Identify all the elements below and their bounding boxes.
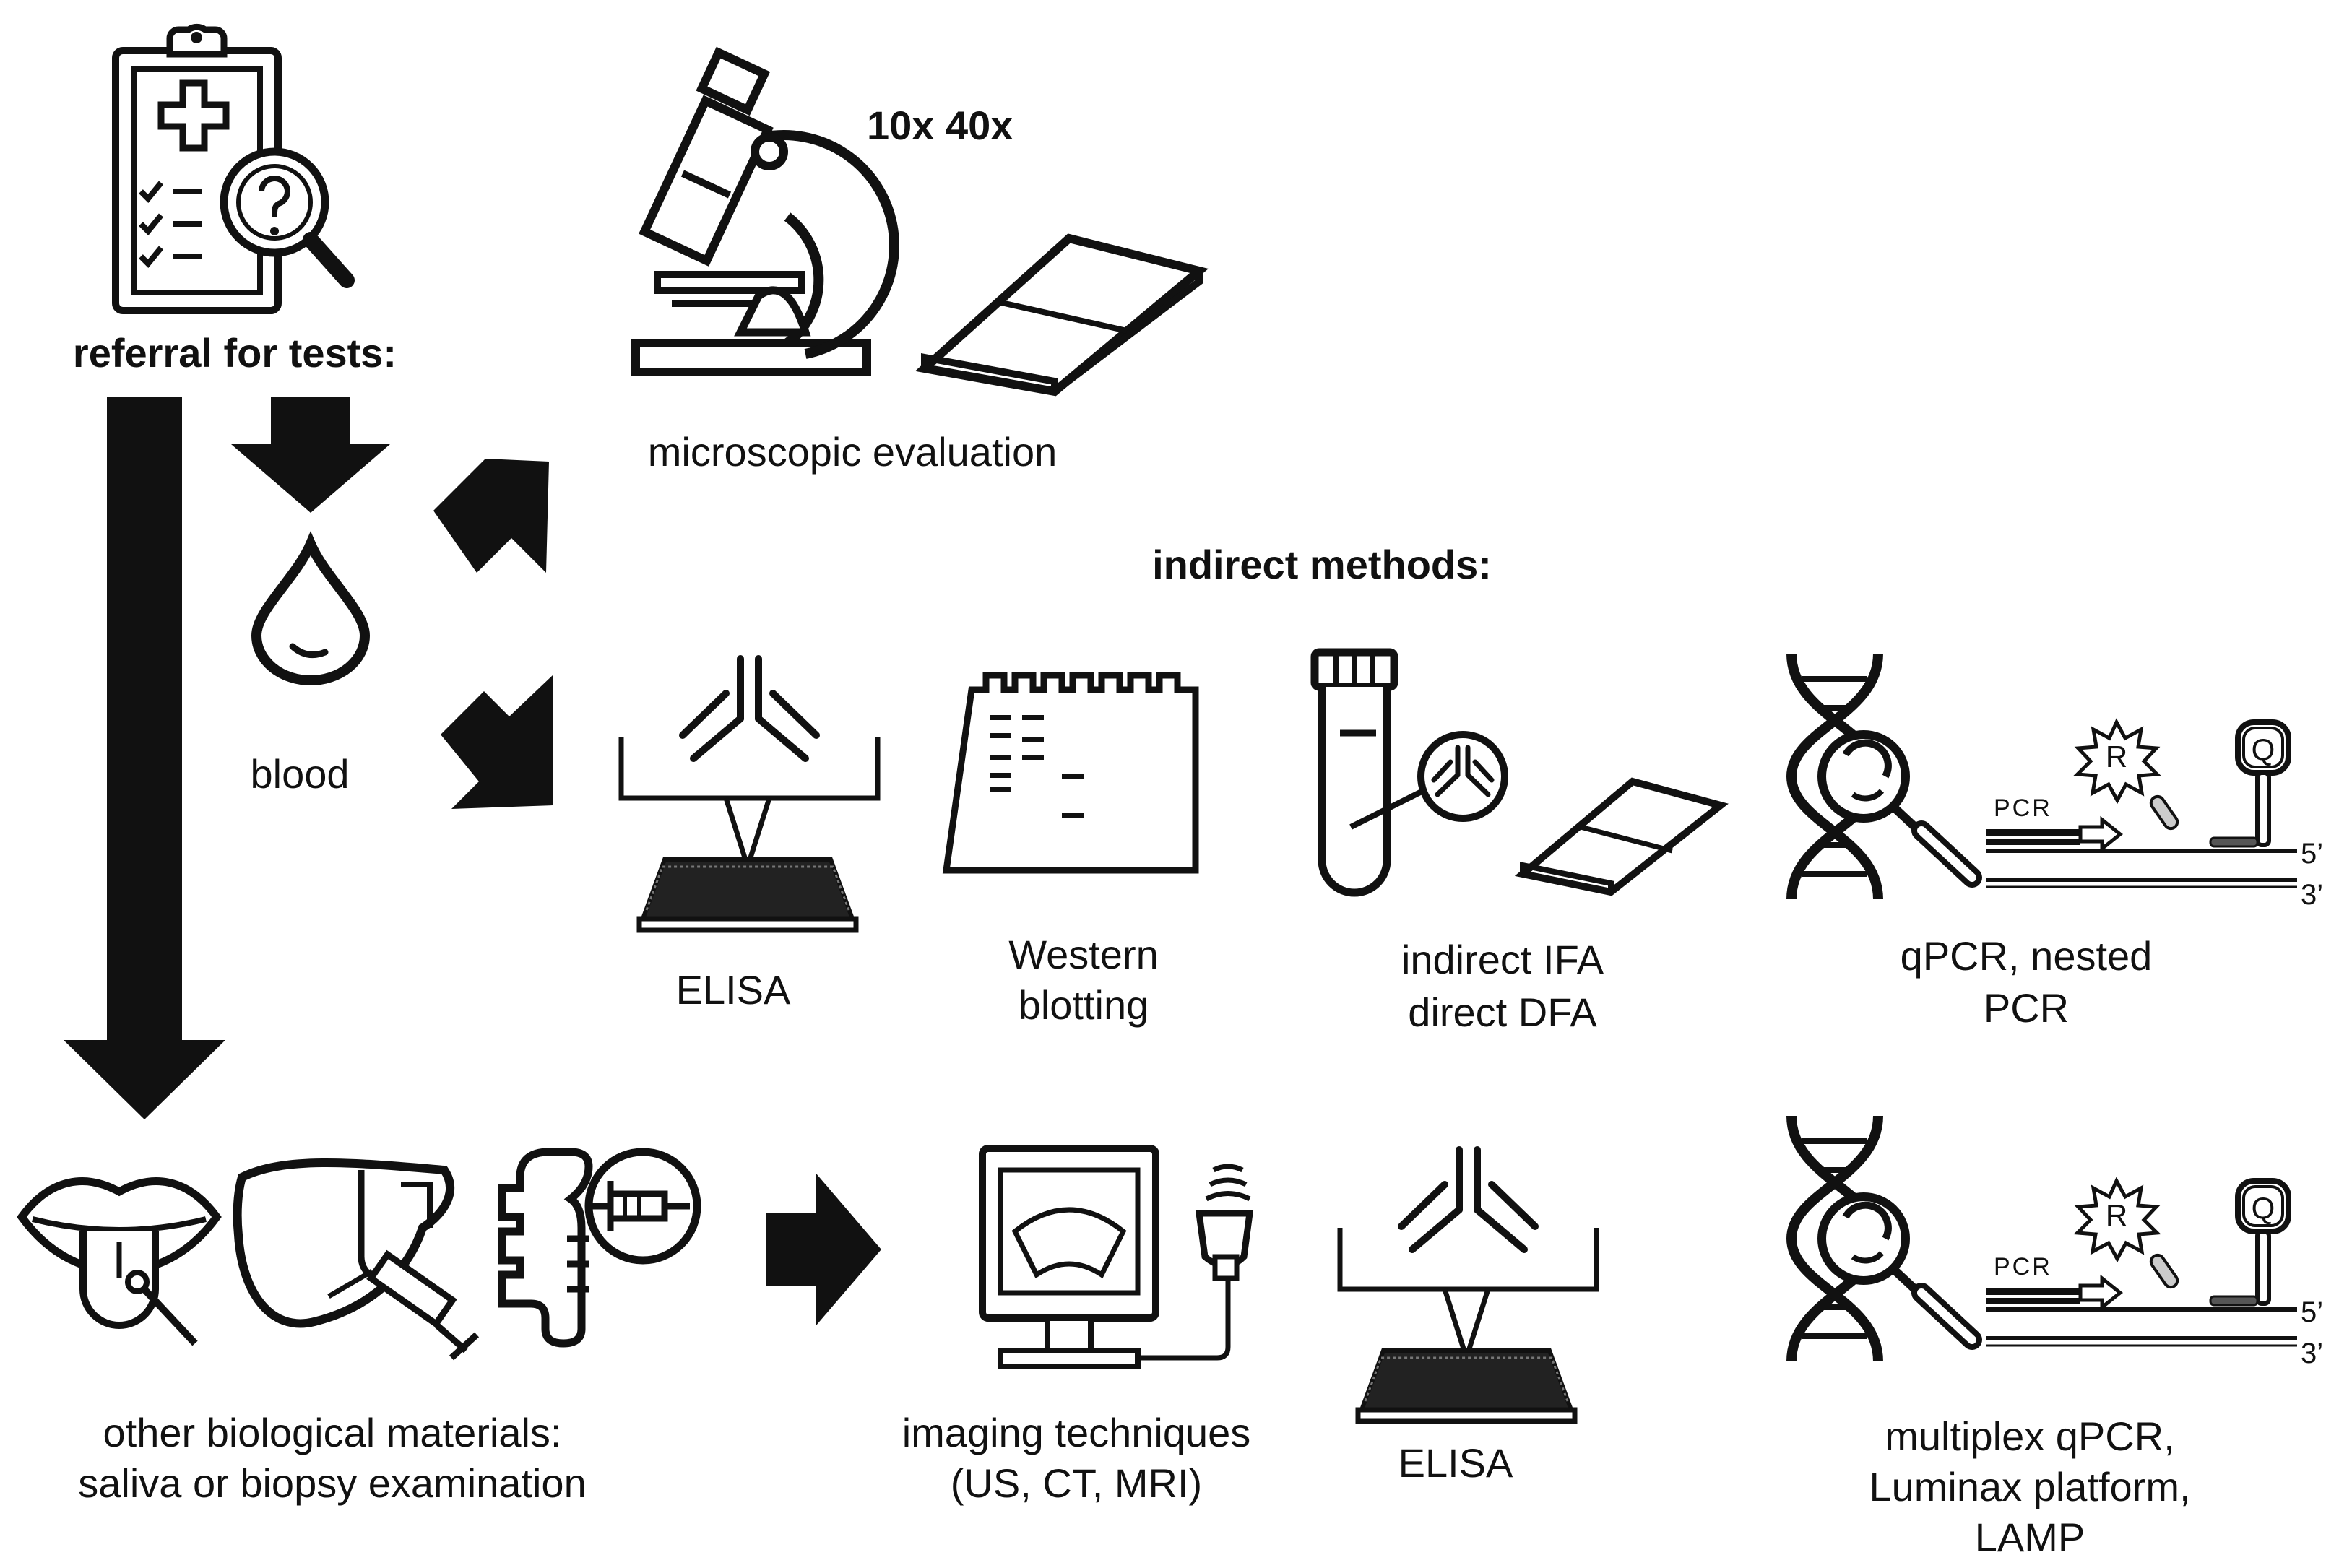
qpcr-label-line1: qPCR, nested [1900, 933, 2153, 979]
western-label-line1: Western [1008, 932, 1159, 977]
dna-magnifier-icon-2 [1786, 1115, 1982, 1362]
ifa-label-line2: direct DFA [1408, 989, 1597, 1035]
ifa-label-line1: indirect IFA [1401, 937, 1604, 982]
dna-magnifier-icon [1786, 653, 1982, 900]
reporter-label: R [2106, 740, 2127, 774]
microscopic-evaluation-label: microscopic evaluation [647, 429, 1058, 475]
pcr-probe-diagram-2: R Q PCR 5’ 3’ [1986, 1177, 2323, 1369]
microscope-icon [631, 46, 899, 376]
five-prime-label-2: 5’ [2301, 1296, 2323, 1328]
imaging-label-line2: (US, CT, MRI) [950, 1460, 1203, 1506]
intestine-syringe-icon [498, 1148, 701, 1348]
quencher-label-2: Q [2252, 1191, 2275, 1225]
elisa-label-1: ELISA [675, 967, 791, 1013]
indirect-methods-heading: indirect methods: [1152, 542, 1492, 587]
magnification-label: 10x 40x [867, 103, 1013, 148]
blood-down-arrow [231, 397, 390, 513]
arrow-to-microscopy [433, 459, 549, 573]
test-tube-antibody-icon [1310, 648, 1508, 897]
other-materials-label-line2: saliva or biopsy examination [78, 1460, 587, 1506]
western-blot-icon [942, 672, 1199, 874]
quencher-label: Q [2252, 732, 2275, 766]
five-prime-label: 5’ [2301, 838, 2323, 870]
mouth-swab-icon [17, 1177, 222, 1346]
arrow-to-imaging [766, 1174, 881, 1325]
ifa-slide-icon [1514, 777, 1729, 896]
pcr-label: PCR [1994, 794, 2052, 822]
pcr-label-2: PCR [1994, 1253, 2052, 1281]
pcr-probe-diagram-1: R Q PCR 5’ 3’ [1986, 718, 2323, 911]
arrow-to-serology [441, 675, 553, 809]
elisa-plate-icon [618, 655, 881, 933]
long-down-arrow [64, 397, 225, 1119]
clipboard-referral-icon [112, 23, 355, 314]
blood-drop-icon [251, 531, 371, 685]
three-prime-label-2: 3’ [2301, 1338, 2323, 1369]
blood-label: blood [250, 751, 350, 797]
ultrasound-monitor-icon [979, 1145, 1254, 1369]
liver-syringe-icon [233, 1158, 480, 1361]
elisa-label-2: ELISA [1398, 1440, 1513, 1486]
other-materials-label-line1: other biological materials: [103, 1410, 562, 1455]
elisa-plate-icon-2 [1337, 1146, 1599, 1424]
western-label-line2: blotting [1018, 982, 1149, 1028]
multiplex-label-line1: multiplex qPCR, [1885, 1413, 2175, 1459]
imaging-label-line1: imaging techniques [902, 1410, 1251, 1455]
multiplex-label-line2: Luminax platform, [1869, 1464, 2191, 1509]
three-prime-label: 3’ [2301, 879, 2323, 911]
multiplex-label-line3: LAMP [1974, 1515, 2085, 1560]
referral-label: referral for tests: [72, 330, 397, 376]
reporter-label-2: R [2106, 1198, 2127, 1232]
qpcr-label-line2: PCR [1983, 985, 2070, 1031]
microscope-slide-icon [915, 233, 1209, 397]
